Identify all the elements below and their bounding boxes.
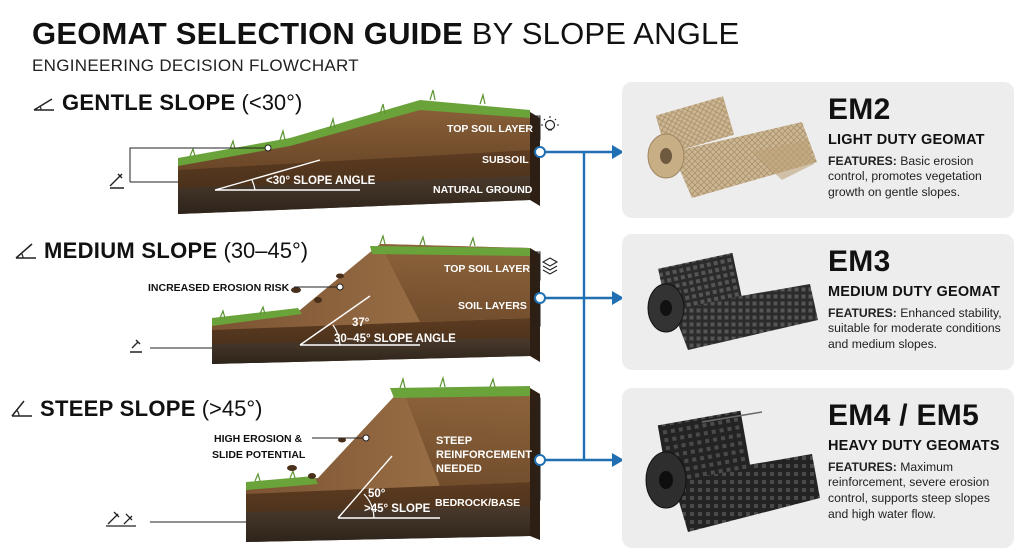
product-duty: MEDIUM DUTY GEOMAT [828, 283, 1001, 300]
header: GEOMAT SELECTION GUIDE BY SLOPE ANGLE EN… [32, 16, 739, 76]
gentle-slope-range: (<30°) [241, 90, 303, 115]
tools-icon [106, 511, 136, 527]
product-code: EM2 [828, 93, 891, 126]
callout-dot [264, 144, 272, 152]
steep-slope-range: (>45°) [201, 396, 263, 421]
flow-nodes [534, 146, 546, 466]
product-card-em2[interactable]: EM2 LIGHT DUTY GEOMAT FEATURES: Basic er… [622, 82, 1014, 218]
medium-slope-range: (30–45°) [223, 238, 309, 263]
medium-angle-label: 30–45° SLOPE ANGLE [334, 333, 456, 345]
product-features: FEATURES: Maximum reinforcement, severe … [828, 460, 1010, 523]
features-label: FEATURES: [828, 459, 897, 474]
gentle-layer-natural-ground: NATURAL GROUND [433, 184, 533, 196]
steep-slope-heading: STEEP SLOPE (>45°) [10, 396, 263, 422]
flow-arrowheads [612, 145, 624, 467]
product-features: FEATURES: Basic erosion control, promote… [828, 154, 1010, 202]
page-subtitle: ENGINEERING DECISION FLOWCHART [32, 56, 359, 75]
slope-angle-icon [33, 98, 54, 111]
steep-angle-label: >45° SLOPE [364, 503, 431, 515]
slope-angle-icon [11, 400, 32, 417]
title-light: BY SLOPE ANGLE [471, 16, 740, 51]
layers-icon [541, 257, 559, 275]
gentle-slope-name: GENTLE SLOPE [62, 90, 236, 115]
product-card-em3[interactable]: EM3 MEDIUM DUTY GEOMAT FEATURES: Enhance… [622, 234, 1014, 370]
gentle-layer-topsoil: TOP SOIL LAYER [447, 123, 533, 135]
callout-dot [336, 283, 344, 291]
medium-erosion-note: INCREASED EROSION RISK [148, 282, 290, 294]
features-label: FEATURES: [828, 153, 897, 168]
title-bold: GEOMAT SELECTION GUIDE [32, 16, 463, 51]
product-duty: LIGHT DUTY GEOMAT [828, 131, 985, 148]
lightbulb-icon [541, 116, 559, 131]
steep-note-line-1: HIGH EROSION & [214, 433, 303, 445]
gentle-layer-subsoil: SUBSOIL [482, 154, 529, 166]
features-text: Maximum reinforcement, severe erosion co… [828, 459, 990, 522]
product-card-em4-em5[interactable]: EM4 / EM5 HEAVY DUTY GEOMATS FEATURES: M… [622, 388, 1014, 548]
features-text: Basic erosion control, promotes vegetati… [828, 153, 982, 200]
gentle-angle-label: <30° SLOPE ANGLE [266, 175, 376, 187]
tools-icon [109, 173, 124, 189]
steep-slope-block [246, 375, 540, 542]
product-duty: HEAVY DUTY GEOMATS [828, 437, 1000, 454]
gentle-slope-heading: GENTLE SLOPE (<30°) [32, 90, 302, 116]
product-features: FEATURES: Enhanced stability, suitable f… [828, 306, 1010, 354]
steep-layer-line-2: REINFORCEMENT [436, 449, 532, 461]
product-code: EM3 [828, 245, 891, 278]
features-text: Enhanced stability, suitable for moderat… [828, 305, 1002, 352]
steep-slope-name: STEEP SLOPE [40, 396, 196, 421]
page-title: GEOMAT SELECTION GUIDE BY SLOPE ANGLE [32, 16, 739, 52]
medium-layer-topsoil: TOP SOIL LAYER [444, 263, 530, 275]
steep-note-line-2: SLIDE POTENTIAL [212, 449, 306, 461]
medium-angle-value: 37° [352, 317, 370, 329]
heavy-geomat-roll-image [645, 410, 820, 532]
features-label: FEATURES: [828, 305, 897, 320]
slope-angle-icon [15, 243, 36, 259]
medium-layer-soil: SOIL LAYERS [458, 300, 527, 312]
medium-slope-heading: MEDIUM SLOPE (30–45°) [14, 238, 308, 264]
callout-dot [362, 434, 370, 442]
medium-slope-block [212, 233, 540, 364]
steep-layer-line-3: NEEDED [436, 463, 482, 475]
light-geomat-roll-image [647, 96, 817, 198]
flow-connectors [540, 150, 612, 462]
product-code: EM4 / EM5 [828, 399, 980, 432]
steep-layer-bedrock: BEDROCK/BASE [435, 497, 520, 509]
steep-layer-line-1: STEEP [436, 435, 472, 447]
medium-slope-name: MEDIUM SLOPE [44, 238, 218, 263]
tools-icon [130, 339, 142, 353]
steep-angle-value: 50° [368, 488, 386, 500]
medium-geomat-roll-image [647, 252, 818, 350]
